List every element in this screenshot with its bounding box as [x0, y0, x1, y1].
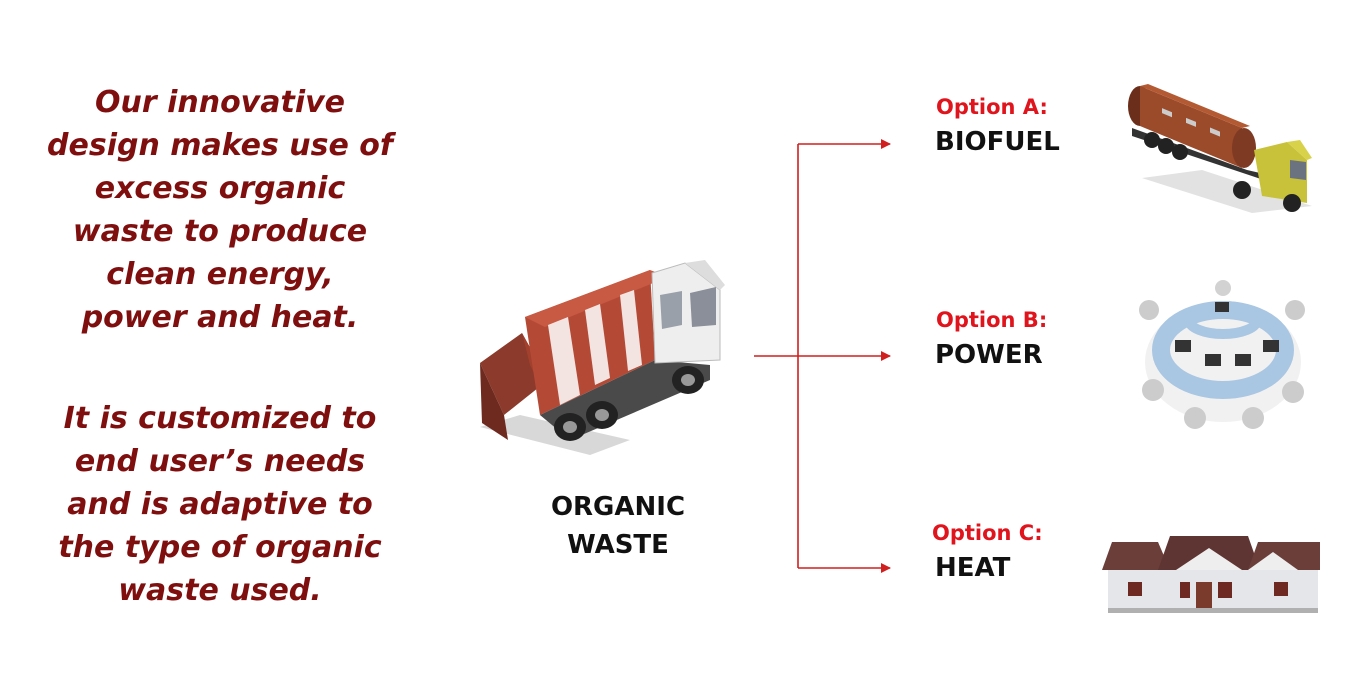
garbage-truck-icon: [480, 260, 725, 455]
office-workstations-icon: [1139, 280, 1305, 429]
house-icon: [1102, 536, 1320, 613]
source-label-line2: WASTE: [567, 530, 669, 560]
intro-line: It is customized to: [63, 401, 377, 436]
intro-line: power and heat.: [81, 300, 359, 335]
option-a-name: BIOFUEL: [935, 127, 1060, 157]
option-b-name: POWER: [935, 340, 1043, 370]
intro-line: waste to produce: [72, 214, 368, 249]
intro-line: clean energy,: [106, 257, 334, 292]
option-a-title: Option A:: [936, 95, 1048, 119]
option-c-title: Option C:: [932, 521, 1043, 545]
intro-line: excess organic: [94, 171, 346, 206]
branch-connector: [754, 139, 891, 573]
option-b-title: Option B:: [936, 308, 1048, 332]
source-label: ORGANIC WASTE: [548, 488, 688, 564]
intro-line: Our innovative: [94, 85, 346, 120]
source-label-line1: ORGANIC: [550, 492, 686, 522]
intro-line: and is adaptive to: [67, 487, 373, 522]
intro-line: design makes use of: [47, 128, 393, 163]
intro-line: end user’s needs: [74, 444, 366, 479]
tanker-truck-icon: [1128, 84, 1312, 213]
intro-line: the type of organic: [58, 530, 382, 565]
intro-line: waste used.: [118, 573, 322, 608]
intro-paragraph-2: It is customized to end user’s needs and…: [30, 397, 410, 612]
option-c-name: HEAT: [935, 553, 1011, 583]
intro-paragraph-1: Our innovative design makes use of exces…: [30, 81, 410, 339]
